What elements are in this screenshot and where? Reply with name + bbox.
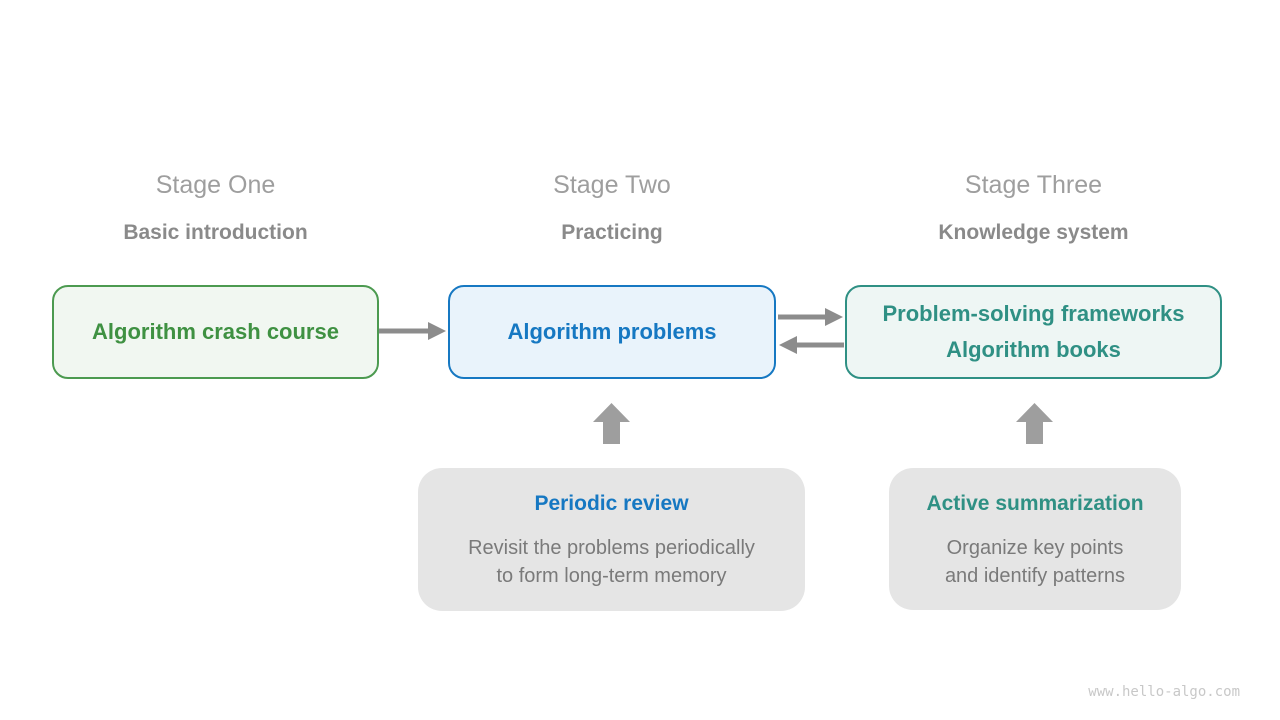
up-arrow-active-summarization-icon	[1016, 403, 1053, 444]
stage-two-box: Algorithm problems	[448, 285, 776, 379]
arrows-stage2-stage3-icon	[778, 308, 844, 354]
stage-one-box: Algorithm crash course	[52, 285, 379, 379]
stage-three-box: Problem-solving frameworks Algorithm boo…	[845, 285, 1222, 379]
note-active-summarization: Active summarization Organize key points…	[889, 468, 1181, 610]
note-periodic-review-body-line1: Revisit the problems periodically	[468, 537, 755, 559]
up-arrow-periodic-review-icon	[593, 403, 630, 444]
note-active-summarization-body-line2: and identify patterns	[944, 565, 1126, 587]
stage-one-box-label: Algorithm crash course	[92, 319, 339, 344]
note-periodic-review: Periodic review Revisit the problems per…	[418, 468, 805, 611]
watermark: www.hello-algo.com	[1088, 684, 1240, 700]
stage-two-title: Stage Two	[553, 171, 671, 199]
note-active-summarization-body-line1: Organize key points	[946, 537, 1124, 559]
stage-three-box-label-line2: Algorithm books	[946, 337, 1121, 362]
stage-one-title: Stage One	[155, 171, 276, 199]
stage-three-subtitle: Knowledge system	[938, 221, 1129, 244]
arrow-stage1-to-stage2-icon	[379, 322, 446, 340]
stage-two-box-label: Algorithm problems	[507, 319, 717, 344]
note-periodic-review-title: Periodic review	[534, 492, 689, 515]
stage-one-subtitle: Basic introduction	[123, 221, 308, 244]
stage-three-box-label-line1: Problem-solving frameworks	[882, 301, 1185, 326]
stage-two-subtitle: Practicing	[561, 221, 663, 244]
stage-three-title: Stage Three	[964, 171, 1103, 199]
note-active-summarization-title: Active summarization	[926, 492, 1144, 515]
note-periodic-review-body-line2: to form long-term memory	[496, 565, 727, 587]
